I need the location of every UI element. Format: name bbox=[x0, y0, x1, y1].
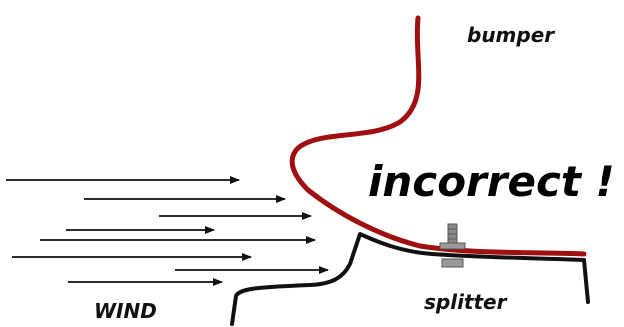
bumper-label: bumper bbox=[467, 23, 555, 47]
verdict-label: incorrect ! bbox=[368, 157, 615, 206]
wind-arrows bbox=[6, 176, 329, 286]
splitter-label: splitter bbox=[424, 290, 508, 314]
splitter-line bbox=[230, 232, 590, 326]
bolt-icon bbox=[439, 223, 466, 268]
bumper-line bbox=[289, 15, 587, 257]
wind-label: WIND bbox=[94, 299, 157, 323]
